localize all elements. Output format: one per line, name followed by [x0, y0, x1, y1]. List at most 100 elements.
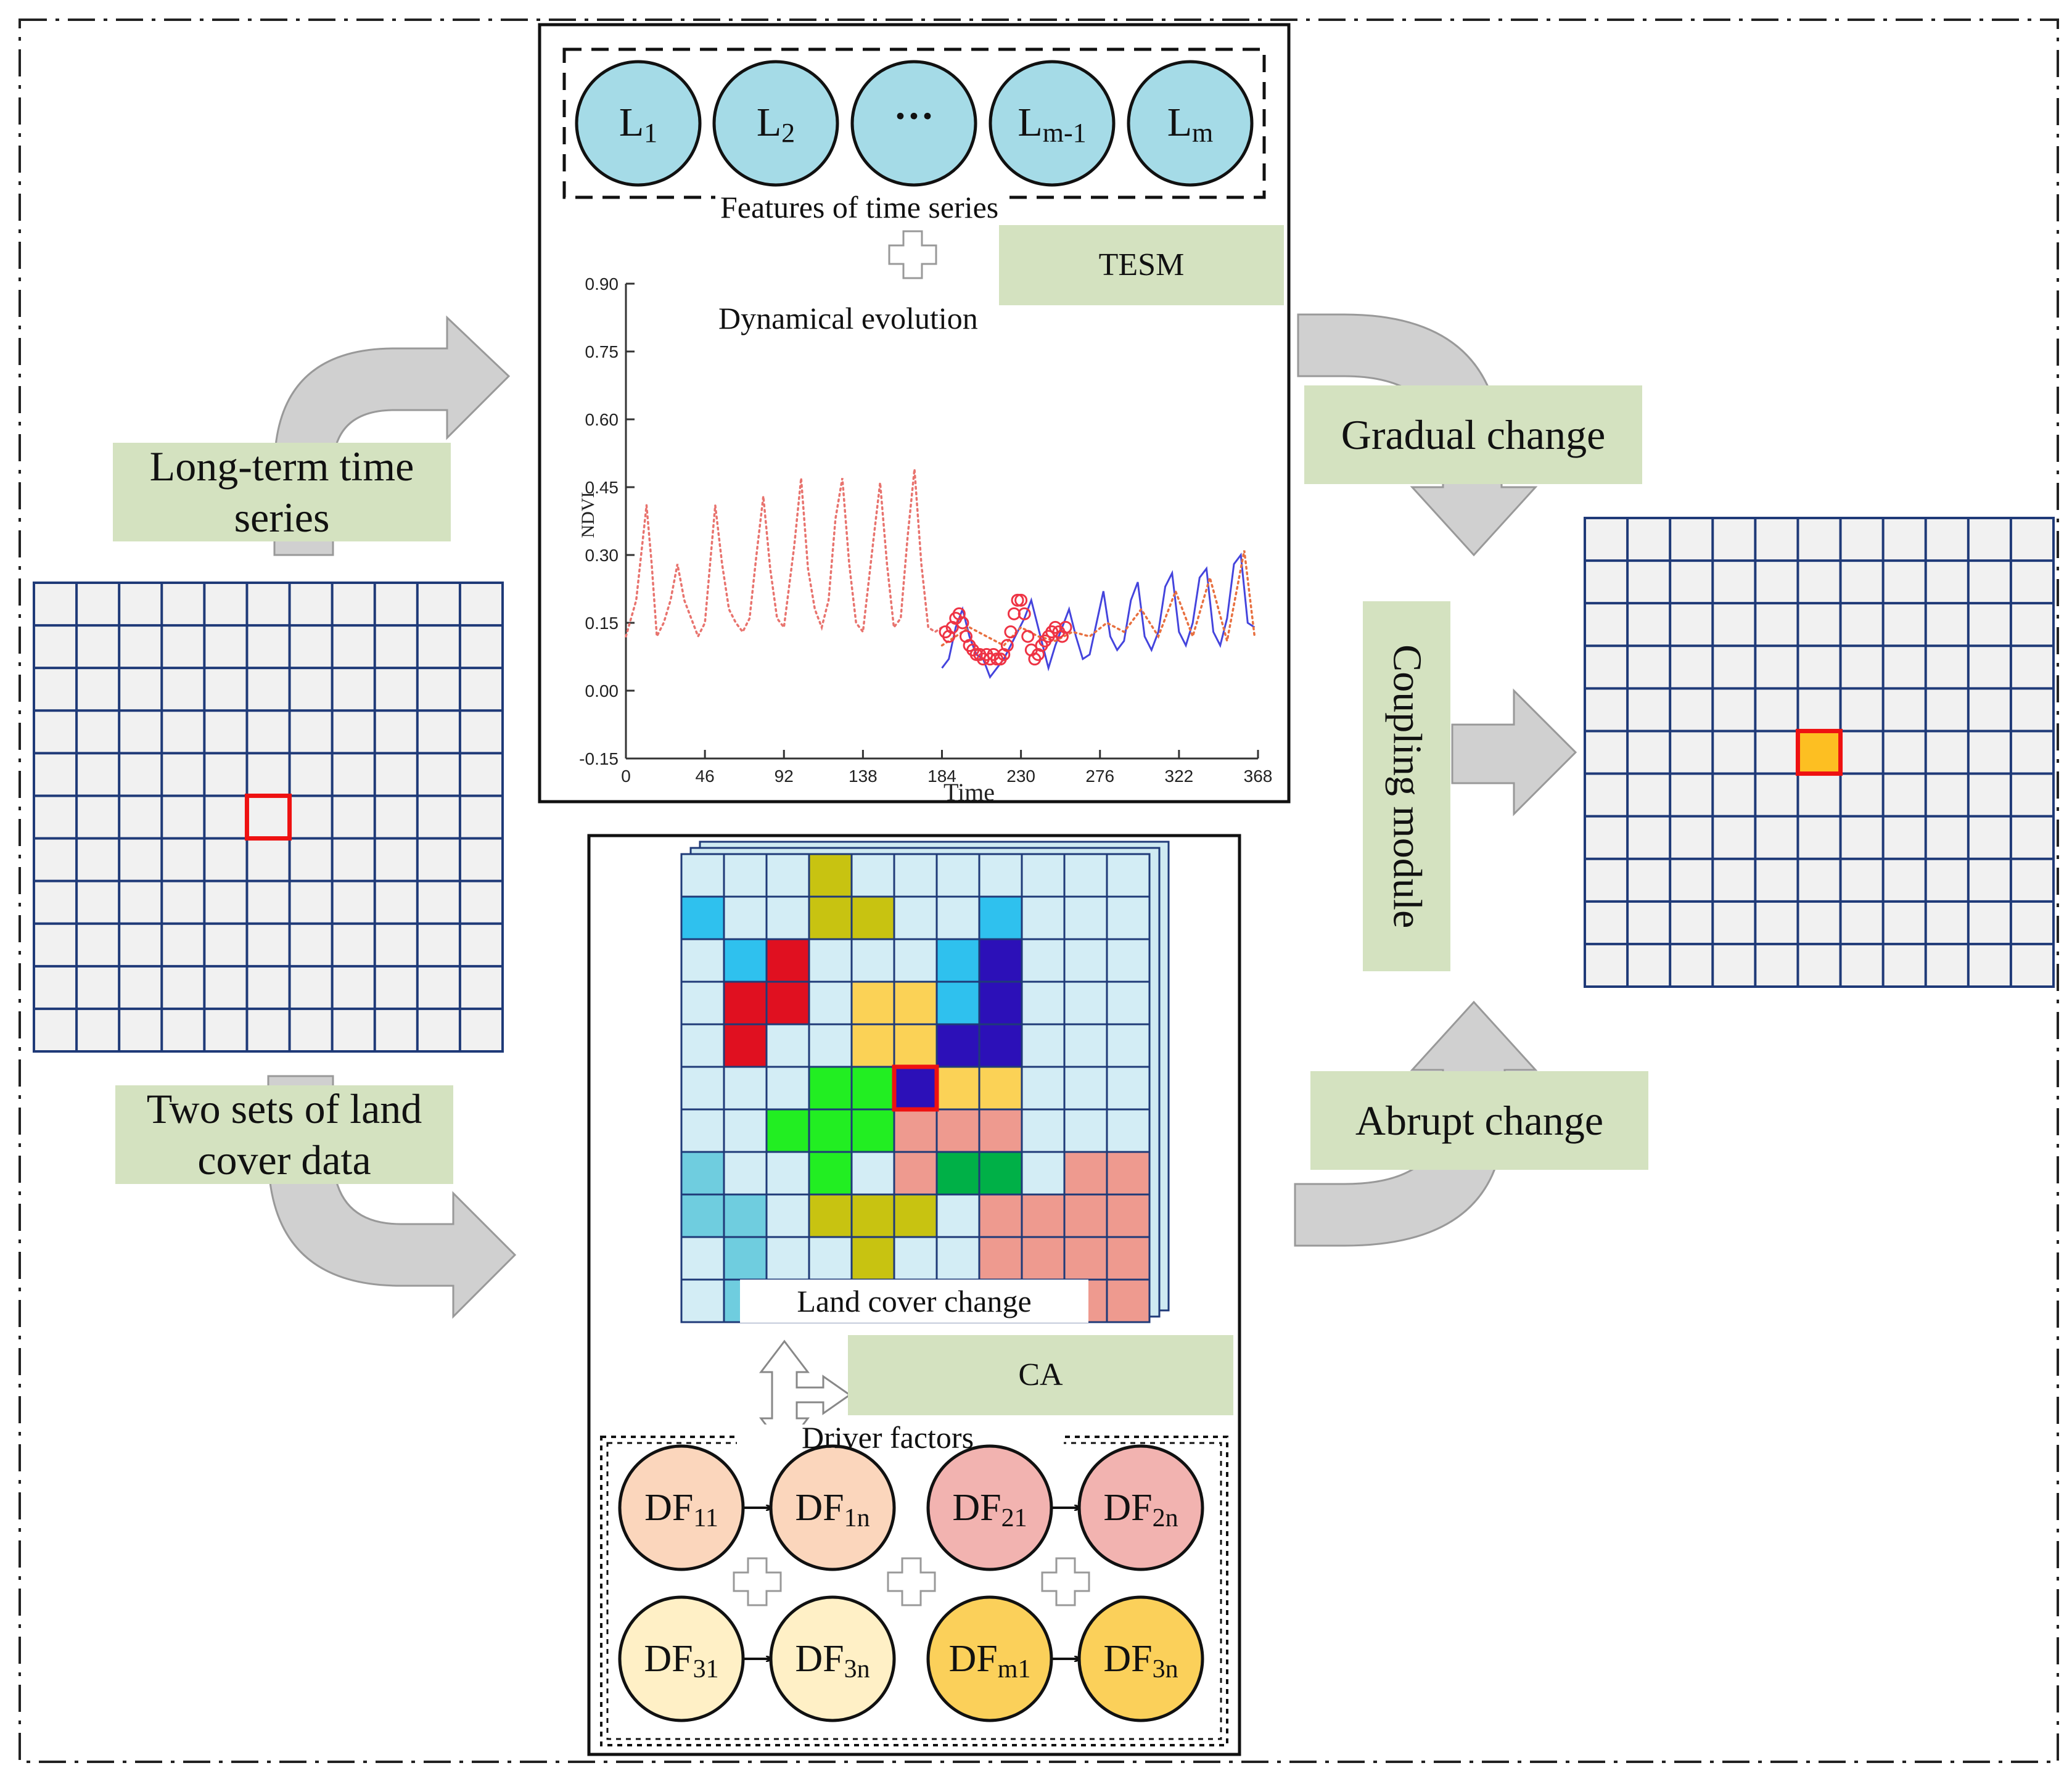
land-cover-cell	[850, 938, 895, 983]
land-cover-cell	[1106, 1278, 1151, 1323]
outer-frame	[18, 18, 2059, 1763]
driver-factor-label: DF31	[644, 1638, 718, 1684]
land-cover-cell	[978, 1236, 1023, 1281]
dynamical-evolution-caption: Dynamical evolution	[718, 301, 978, 335]
land-cover-cell	[808, 1151, 853, 1196]
series-line	[941, 553, 1256, 680]
highlight-cell	[892, 1064, 939, 1112]
land-cover-cell	[1021, 1236, 1066, 1281]
y-tick-label: 0.90	[585, 274, 619, 294]
land-cover-cell	[978, 853, 1023, 898]
feature-circle: Lm	[1127, 60, 1254, 187]
series-marker	[1000, 639, 1014, 652]
land-cover-cell	[893, 1108, 938, 1153]
highlight-cell	[244, 793, 292, 841]
x-tick-label: 230	[1006, 767, 1035, 786]
land-cover-cell	[808, 1023, 853, 1068]
series-line	[940, 550, 1256, 647]
land-cover-cell	[765, 1236, 810, 1281]
driver-factor-circle: DF2n	[1077, 1444, 1204, 1571]
land-cover-cell	[1106, 895, 1151, 940]
land-cover-cell	[765, 895, 810, 940]
land-cover-cell	[1106, 1151, 1151, 1196]
driver-factor-label: DF2n	[1103, 1487, 1178, 1532]
output-grid	[1584, 517, 2055, 988]
land-cover-cell	[850, 1236, 895, 1281]
land-cover-cell	[850, 1023, 895, 1068]
land-cover-cell	[978, 980, 1023, 1026]
feature-label: L2	[757, 100, 795, 148]
feature-circle: Lm-1	[989, 60, 1116, 187]
land-cover-cell	[808, 1236, 853, 1281]
series-line	[625, 469, 944, 641]
driver-factor-label: DFm1	[949, 1638, 1031, 1684]
driver-factor-label: DF1n	[795, 1487, 870, 1532]
driver-factor-circle: DF1n	[769, 1444, 896, 1571]
ca-label: CA	[848, 1335, 1233, 1415]
coupling-module-text: Coupling module	[1384, 644, 1430, 929]
land-cover-cell	[1106, 1236, 1151, 1281]
land-cover-cell	[850, 1151, 895, 1196]
driver-factor-circle: DF31	[618, 1595, 745, 1722]
land-cover-cell	[1063, 1066, 1108, 1111]
land-cover-cell	[1021, 938, 1066, 983]
land-cover-cell	[1063, 1108, 1108, 1153]
land-cover-cell	[723, 1236, 768, 1281]
land-cover-cell	[1063, 895, 1108, 940]
series-marker	[1021, 630, 1035, 643]
land-cover-cell	[850, 853, 895, 898]
series-marker	[1011, 593, 1024, 607]
land-cover-cell	[723, 1066, 768, 1111]
land-cover-cell	[1021, 895, 1066, 940]
land-cover-cell	[680, 1108, 725, 1153]
plus-icon	[887, 1557, 936, 1606]
bidirectional-arrow-icon	[758, 1339, 852, 1451]
coupling-module-label: Coupling module	[1363, 601, 1450, 971]
feature-label: L1	[619, 100, 657, 148]
land-cover-cell	[978, 938, 1023, 983]
series-marker	[1018, 607, 1031, 620]
land-cover-cell	[850, 1108, 895, 1153]
highlight-cell	[1795, 728, 1843, 776]
land-cover-cell	[808, 1193, 853, 1238]
x-tick-label: 322	[1165, 767, 1194, 786]
plus-icon	[1041, 1557, 1090, 1606]
driver-factor-label: DF11	[644, 1487, 718, 1532]
land-cover-cell	[935, 1108, 980, 1153]
land-cover-cell	[850, 895, 895, 940]
land-cover-cell	[1106, 980, 1151, 1026]
land-cover-cell	[893, 938, 938, 983]
feature-circle: L1	[575, 60, 702, 187]
feature-label: Lm-1	[1018, 100, 1086, 148]
land-cover-cell	[765, 853, 810, 898]
land-cover-cell	[1021, 1193, 1066, 1238]
land-cover-cell	[680, 1066, 725, 1111]
x-tick-label: 138	[849, 767, 878, 786]
land-cover-cell	[680, 895, 725, 940]
land-cover-change-caption: Land cover change	[740, 1280, 1088, 1323]
x-tick-label: 368	[1244, 767, 1273, 786]
x-tick-label: 92	[775, 767, 794, 786]
x-tick-label: 46	[696, 767, 715, 786]
land-cover-cell	[1063, 853, 1108, 898]
land-cover-cell	[1063, 1193, 1108, 1238]
y-tick-label: 0.30	[585, 546, 619, 565]
land-cover-cell	[935, 1236, 980, 1281]
land-cover-cell	[808, 853, 853, 898]
land-cover-cell	[723, 853, 768, 898]
land-cover-cell	[1106, 1066, 1151, 1111]
land-cover-cell	[1106, 938, 1151, 983]
land-cover-cell	[723, 1193, 768, 1238]
land-cover-cell	[808, 895, 853, 940]
x-axis-label: Time	[944, 778, 995, 806]
land-cover-cell	[935, 1151, 980, 1196]
feature-label: Lm	[1167, 100, 1214, 148]
land-cover-cell	[893, 1066, 938, 1111]
feature-circle: L2	[712, 60, 839, 187]
land-cover-cell	[935, 938, 980, 983]
x-tick-label: 276	[1085, 767, 1114, 786]
driver-factors-caption: Driver factors	[802, 1420, 974, 1455]
land-cover-cell	[935, 895, 980, 940]
y-tick-label: 0.75	[585, 342, 619, 361]
land-cover-cell	[1106, 1193, 1151, 1238]
